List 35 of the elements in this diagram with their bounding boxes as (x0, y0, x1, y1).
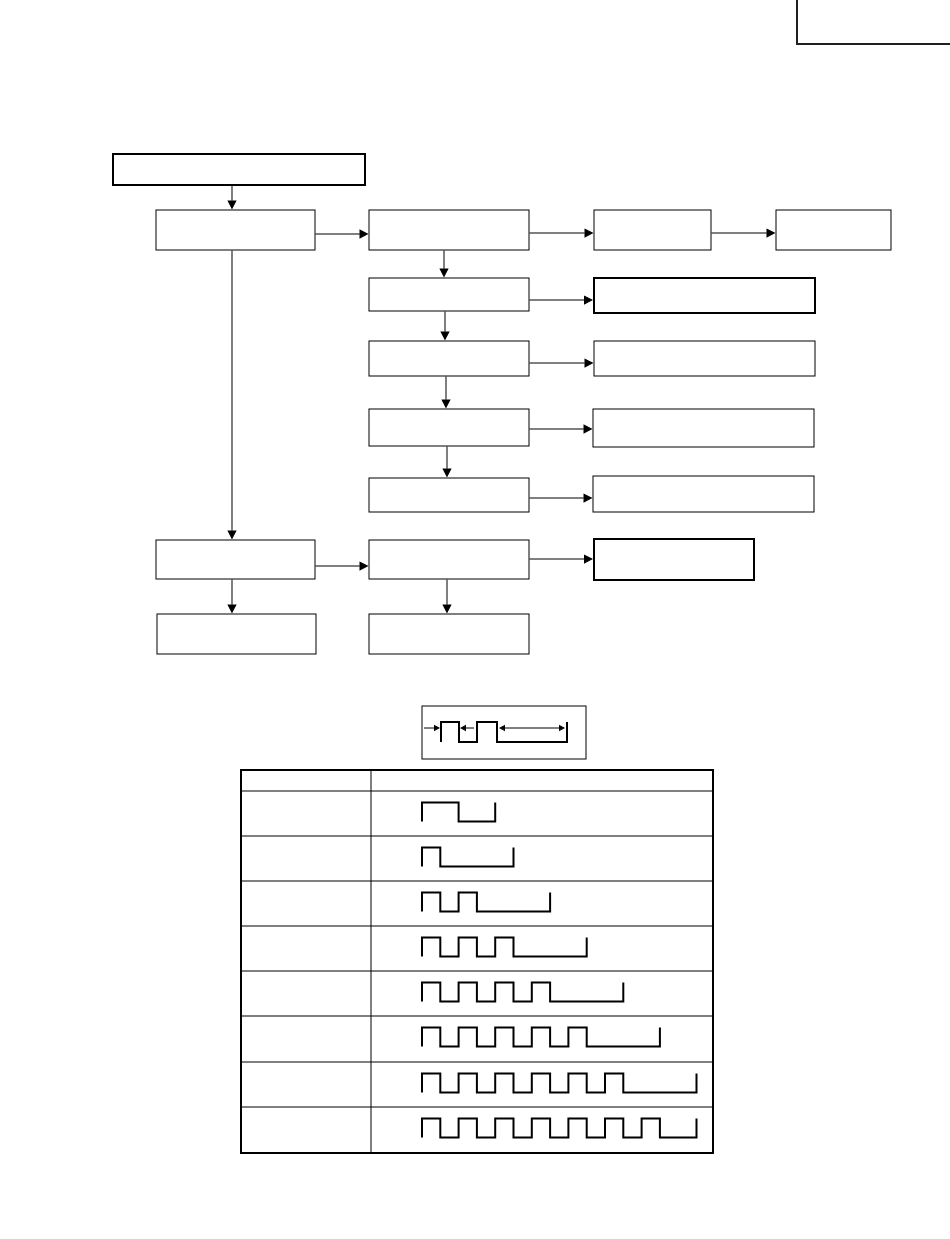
process-box (155, 539, 316, 580)
arrow (529, 493, 592, 503)
process-box (155, 209, 316, 251)
arrow (227, 185, 237, 209)
process-box (592, 408, 815, 448)
arrow (440, 311, 450, 340)
process-box (368, 340, 530, 377)
process-box (775, 209, 892, 251)
arrow (227, 250, 237, 539)
arrow (315, 229, 368, 239)
process-box (368, 209, 530, 251)
process-box (112, 153, 366, 186)
process-box (368, 539, 530, 580)
process-box (368, 477, 530, 513)
process-box (593, 340, 816, 377)
process-box (368, 613, 530, 655)
process-box (368, 408, 530, 447)
arrow (441, 376, 451, 408)
arrow (442, 579, 452, 613)
arrow (315, 561, 368, 571)
process-box (368, 277, 530, 312)
arrow (529, 228, 593, 238)
arrow (529, 295, 593, 305)
arrow (529, 424, 592, 434)
process-box (592, 475, 815, 513)
arrow (711, 228, 775, 238)
arrow (529, 554, 593, 564)
arrow (227, 579, 237, 613)
process-box (593, 277, 816, 314)
process-box (593, 538, 755, 581)
process-box (156, 613, 317, 655)
arrow (529, 358, 593, 368)
arrow (442, 446, 452, 477)
arrow (439, 250, 449, 277)
process-box (593, 209, 712, 251)
